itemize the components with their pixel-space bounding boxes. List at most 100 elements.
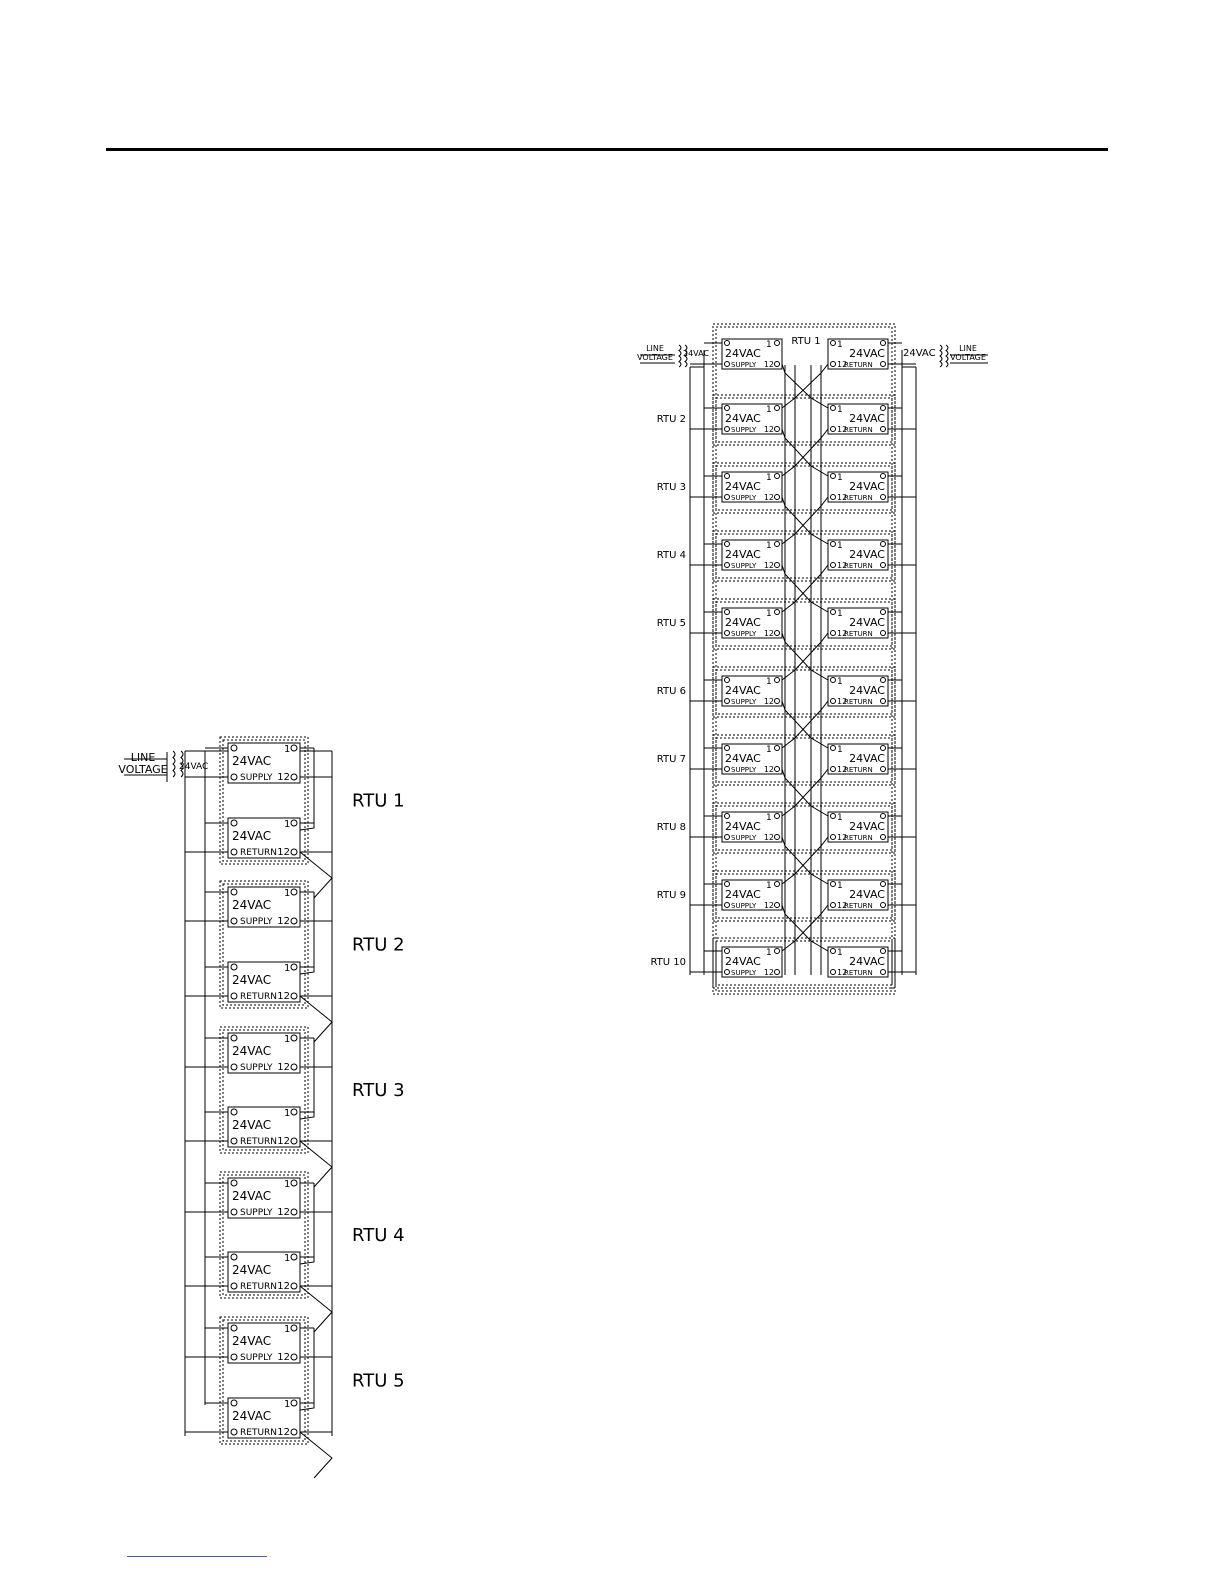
terminal [830,541,836,547]
pin-12-label: 12 [764,629,774,638]
pin-1-label: 1 [766,405,772,415]
pin-12-label: 12 [837,493,847,502]
return-module [827,879,889,911]
header-rule [106,148,1108,151]
terminal [830,813,836,819]
supply-module [227,1032,301,1074]
supply-label: SUPPLY [240,1208,273,1218]
return-label: RETURN [844,902,873,910]
terminal [230,1034,238,1042]
pin-12-label: 12 [277,1281,290,1292]
pin-1-label: 1 [766,813,772,823]
pin-12-label: 12 [837,968,847,977]
terminal [724,405,730,411]
pin-12-label: 12 [764,901,774,910]
pin-12-label: 12 [277,1352,290,1363]
terminal [290,773,298,781]
supply-label: SUPPLY [731,969,757,977]
supply-module [721,946,783,978]
supply-module [721,403,783,435]
transformer-secondary-icon [945,344,949,368]
crossover-wire [781,564,829,613]
pin-1-label: 1 [837,745,843,755]
module-voltage-label: 24VAC [725,347,761,360]
pin-12-label: 12 [277,772,290,783]
pin-12-label: 12 [277,1207,290,1218]
pin-12-label: 12 [764,493,774,502]
crossover-wire [781,564,829,613]
pin-12-label: 12 [837,629,847,638]
terminal [290,1324,298,1332]
rtu-label: RTU 1 [352,791,405,812]
terminal [290,992,298,1000]
pin-1-label: 1 [284,744,290,755]
terminal [774,562,780,568]
module-voltage-label: 24VAC [849,347,885,360]
pin-12-label: 12 [837,765,847,774]
terminal [880,426,886,432]
line-voltage-label: VOLTAGE [950,353,986,362]
rtu-enclosure-inner [222,1029,306,1151]
rtu-enclosure-inner [222,883,306,1006]
terminal [290,1253,298,1261]
crossover-wire [781,904,829,952]
transformer-primary-icon [172,750,176,778]
pin-1-label: 1 [837,881,843,891]
crossover-wire [781,700,829,749]
pin-1-label: 1 [766,745,772,755]
terminal [880,677,886,683]
pin-1-label: 1 [766,609,772,619]
return-module [827,539,889,571]
rtu-label: RTU 4 [657,550,686,561]
module-voltage-label: 24VAC [725,820,761,833]
rtu-enclosure-inner [715,397,893,443]
rtu-label: RTU 6 [657,686,686,697]
rtu-label: RTU 8 [657,822,686,833]
pin-12-label: 12 [764,765,774,774]
pin-12-label: 12 [277,847,290,858]
return-label: RETURN [844,698,873,706]
rtu-label: RTU 1 [791,336,820,347]
terminal [290,1428,298,1436]
rtu-enclosure-inner [715,737,893,783]
supply-label: SUPPLY [731,426,757,434]
terminal [724,948,730,954]
terminal [230,1353,238,1361]
return-label: RETURN [844,494,873,502]
module-voltage-label: 24VAC [232,1118,271,1132]
terminal [774,698,780,704]
return-module [227,1106,301,1148]
terminal [880,813,886,819]
pin-1-label: 1 [837,609,843,619]
terminal [830,698,836,704]
terminal [724,541,730,547]
pin-1-label: 1 [284,1399,290,1410]
terminal [880,630,886,636]
module-voltage-label: 24VAC [232,1334,271,1348]
supply-label: SUPPLY [731,766,757,774]
transformer-secondary-icon [684,344,688,368]
module-voltage-label: 24VAC [849,548,885,561]
terminal [724,562,730,568]
wire [299,1285,333,1333]
rtu-enclosure [219,1171,309,1299]
footer-link-underline [127,1556,267,1557]
line-voltage-label: LINE [959,344,977,353]
rtu-enclosure-inner [715,805,893,851]
rtu-enclosure-inner [222,1319,306,1442]
terminal [774,426,780,432]
terminal [724,698,730,704]
terminal [230,819,238,827]
module-voltage-label: 24VAC [849,888,885,901]
pin-12-label: 12 [837,833,847,842]
terminal [230,1253,238,1261]
transformer-label: 24VAC [903,348,936,359]
module-voltage-label: 24VAC [849,616,885,629]
module-voltage-label: 24VAC [725,752,761,765]
terminal [880,562,886,568]
return-label: RETURN [844,630,873,638]
supply-label: SUPPLY [731,562,757,570]
terminal [290,744,298,752]
